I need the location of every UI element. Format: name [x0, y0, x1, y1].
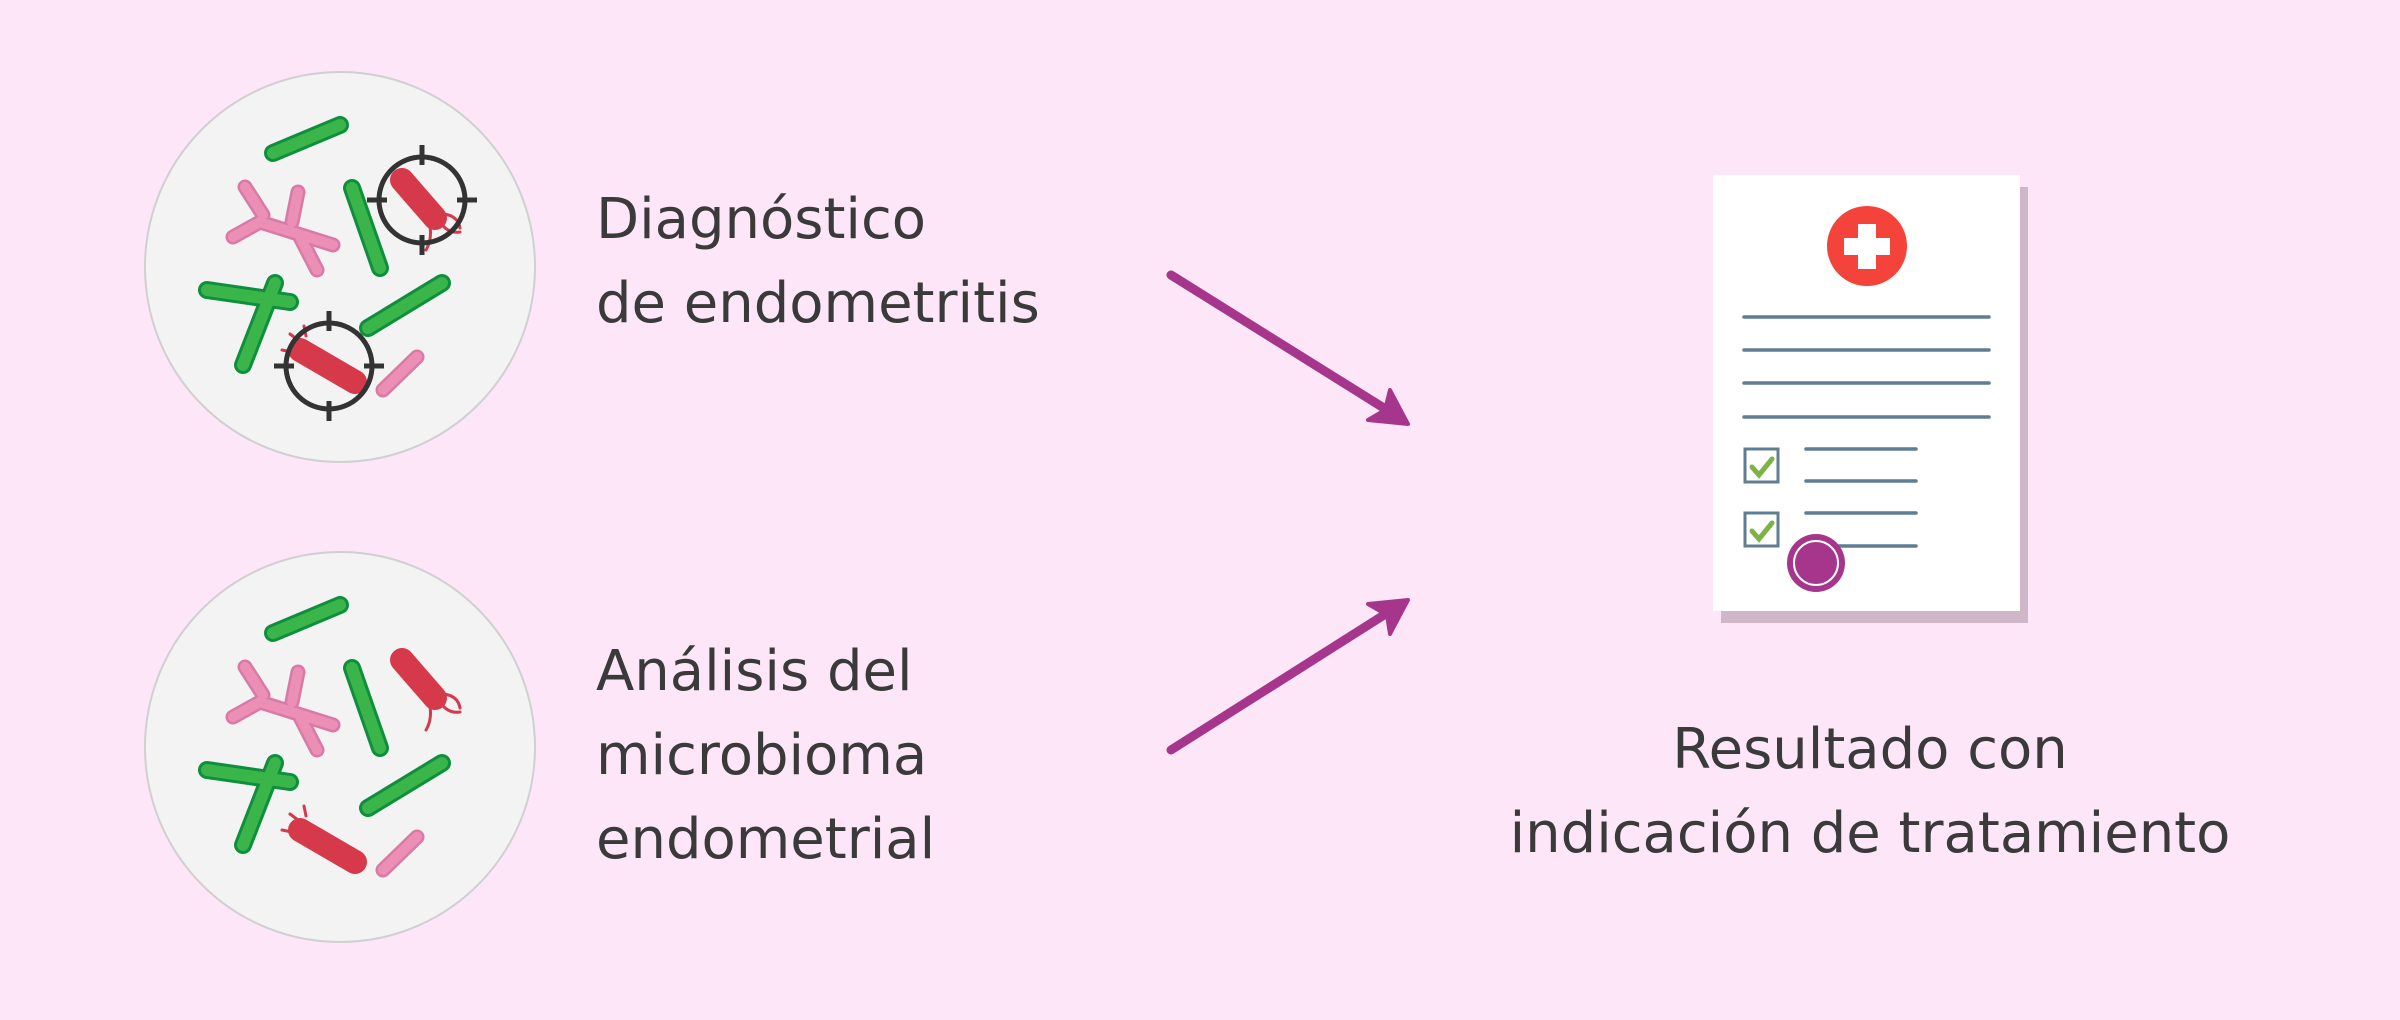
arrow-diagnosis	[1166, 270, 1410, 426]
microbiome-label-line: endometrial	[596, 807, 936, 872]
result-label: Resultado con indicación de tratamiento	[1470, 708, 2270, 876]
medical-report-icon	[1713, 175, 2028, 623]
diagnosis-petri-dish	[144, 71, 536, 463]
diagnosis-label: Diagnóstico de endometritis	[596, 178, 1040, 346]
checkbox-icon	[1743, 447, 1780, 484]
result-label-line: indicación de tratamiento	[1509, 801, 2231, 866]
result-label-line: Resultado con	[1672, 717, 2068, 782]
arrow-microbiome	[1166, 598, 1410, 755]
microbiome-label-line: microbioma	[596, 723, 928, 788]
seal-icon	[1787, 534, 1845, 592]
microbiome-label-line: Análisis del	[596, 639, 913, 704]
checkbox-icon	[1743, 511, 1780, 548]
diagnosis-label-line: de endometritis	[596, 271, 1040, 336]
microbiome-label: Análisis del microbioma endometrial	[596, 630, 935, 882]
diagnosis-label-line: Diagnóstico	[596, 187, 927, 252]
microbiome-petri-dish	[144, 551, 536, 943]
